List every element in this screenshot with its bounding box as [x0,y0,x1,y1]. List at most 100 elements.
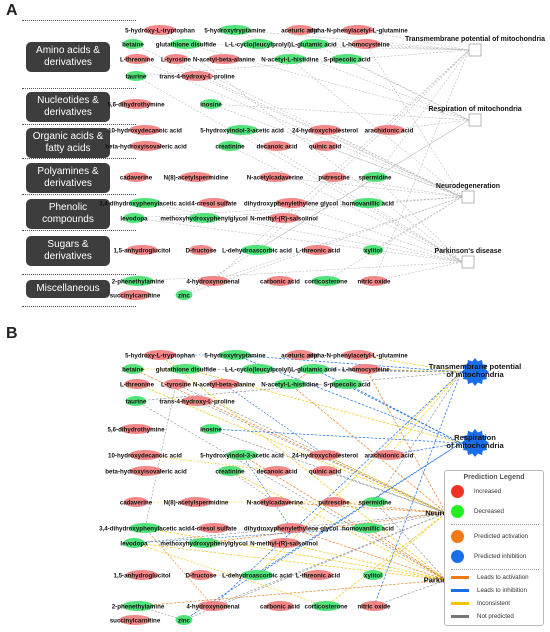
metabolite-label: quinic acid [309,143,342,150]
metabolite-label: corticosterone [305,603,349,610]
metabolite-marker [302,570,334,580]
metabolite-node-m25-a: decanoic acid [257,141,298,151]
legend-title: Prediction Legend [463,474,525,481]
metabolite-marker [226,125,258,135]
metabolite-node-m19-b: 10-hydroxydecanoic acid [108,450,182,460]
edge-b [325,512,447,607]
edge-b [289,383,447,514]
inhibition-dot-icon [451,550,464,563]
metabolite-label: N-acetyl-L-histidine [261,56,319,63]
metabolite-marker [122,39,144,49]
edge-a [374,176,463,263]
edge-a [313,43,470,51]
edge-a [290,202,463,263]
metabolite-marker [309,125,341,135]
metabolite-marker [188,213,220,223]
metabolite-label: 1,5-anhydroglucitol [113,247,170,254]
edge-a [324,129,463,198]
category-divider [22,88,136,89]
metabolite-label: taurine [126,398,147,405]
metabolite-label: alpha-N-phenylacetyl-L-glutamine [308,27,408,34]
metabolite-label: betaine [122,41,144,48]
metabolite-node-m35-b: homovanillic acid [342,523,394,533]
metabolite-node-m31-b: spermidine [358,497,392,507]
metabolite-node-m15-a: taurine [126,71,147,81]
outcome-node-trans-a: Transmembrane potential of mitochondria [405,36,545,57]
metabolite-node-m12-b: N-acetyl-beta-alanine [193,379,256,389]
metabolite-node-m29-b: N-acetylcadaverine [247,497,304,507]
metabolite-label: glutathione disulfide [156,41,217,48]
metabolite-node-m25-b: decanoic acid [257,466,298,476]
metabolite-label: 4-hydroxynonenal [186,603,240,610]
metabolite-marker [362,172,388,182]
metabolite-marker [123,497,149,507]
metabolite-node-m17-a: 5,6-dihydrothymine [107,99,165,109]
edge-a [185,43,470,51]
edge-b [290,527,447,581]
metabolite-label: decanoic acid [257,468,298,475]
metabolite-marker [259,172,291,182]
category-divider [22,274,136,275]
metabolite-marker [181,71,213,81]
metabolite-label: L-threonic acid [296,572,341,579]
metabolite-label: 3,4-dihydroxyphenylacetic acid [99,200,191,207]
metabolite-marker [180,497,212,507]
outcome-marker [461,190,475,204]
metabolite-node-m1-b: 5-hydroxy-L-tryptophan [125,350,195,360]
predicted-inhibition-icon [461,358,489,386]
metabolite-marker [122,601,154,611]
metabolite-marker [241,245,273,255]
metabolite-node-m3-a: aceturic acid [281,25,319,35]
metabolite-marker [226,450,258,460]
metabolite-label: L-tyrosine [161,381,191,388]
metabolite-label: N-acetylcadaverine [247,174,304,181]
metabolite-node-m41-a: L-dehydroascorbic acid [222,245,292,255]
category-amino: Amino acids & derivatives [26,42,110,72]
metabolite-marker [125,396,147,406]
metabolite-marker [351,39,381,49]
metabolite-label: beta-hydroxyisovaleric acid [105,143,187,150]
metabolite-label: methoxyhydroxyphenylglycol [160,540,248,547]
metabolite-node-m36-a: levodopa [120,213,148,223]
category-divider [22,230,136,231]
outcome-label: Respiration of mitochondria [428,106,521,113]
metabolite-marker [241,570,273,580]
metabolite-label: alpha-N-phenylacetyl-L-glutamine [308,352,408,359]
metabolite-marker [362,245,384,255]
metabolite-node-m4-b: alpha-N-phenylacetyl-L-glutamine [308,350,408,360]
metabolite-marker [200,99,222,109]
edge-a [234,29,470,51]
metabolite-node-m42-a: L-threonic acid [296,245,340,255]
category-misc: Miscellaneous [26,280,110,298]
metabolite-node-m8-b: L-glutamic acid [291,364,337,374]
metabolite-marker [198,198,230,208]
metabolite-node-m37-a: methoxyhydroxyphenylglycol [160,213,248,223]
edge-b [132,368,447,514]
metabolite-label: homovanillic acid [342,525,394,532]
metabolite-marker [175,290,193,300]
edge-b [223,383,326,456]
edge-b [133,527,369,544]
metabolite-marker [200,424,222,434]
edge-b [346,383,462,444]
edge-a [137,261,463,282]
metabolite-node-m50-a: zinc [175,290,193,300]
edge-b [185,368,462,444]
metabolite-label: N(8)-acetylspermidine [164,174,229,181]
metabolite-label: 5-hydroxy-L-tryptophan [125,352,195,359]
metabolite-marker [119,290,151,300]
metabolite-marker [181,396,213,406]
edge-a [388,119,470,131]
metabolite-marker [275,523,307,533]
metabolite-marker [342,350,374,360]
predicted-inhibition-icon [461,429,489,457]
metabolite-label: L-homocysteine [342,366,390,373]
metabolite-node-m7-b: L-L-cyclo(leucylprolyl) [225,364,291,374]
metabolite-marker [219,25,251,35]
metabolite-node-m26-b: quinic acid [309,466,341,476]
edge-b [183,442,462,621]
metabolite-label: corticosterone [305,278,349,285]
edge-a [133,196,463,219]
metabolite-label: 5,6-dihydrothymine [107,426,165,433]
metabolite-node-m8-a: L-glutamic acid [291,39,337,49]
